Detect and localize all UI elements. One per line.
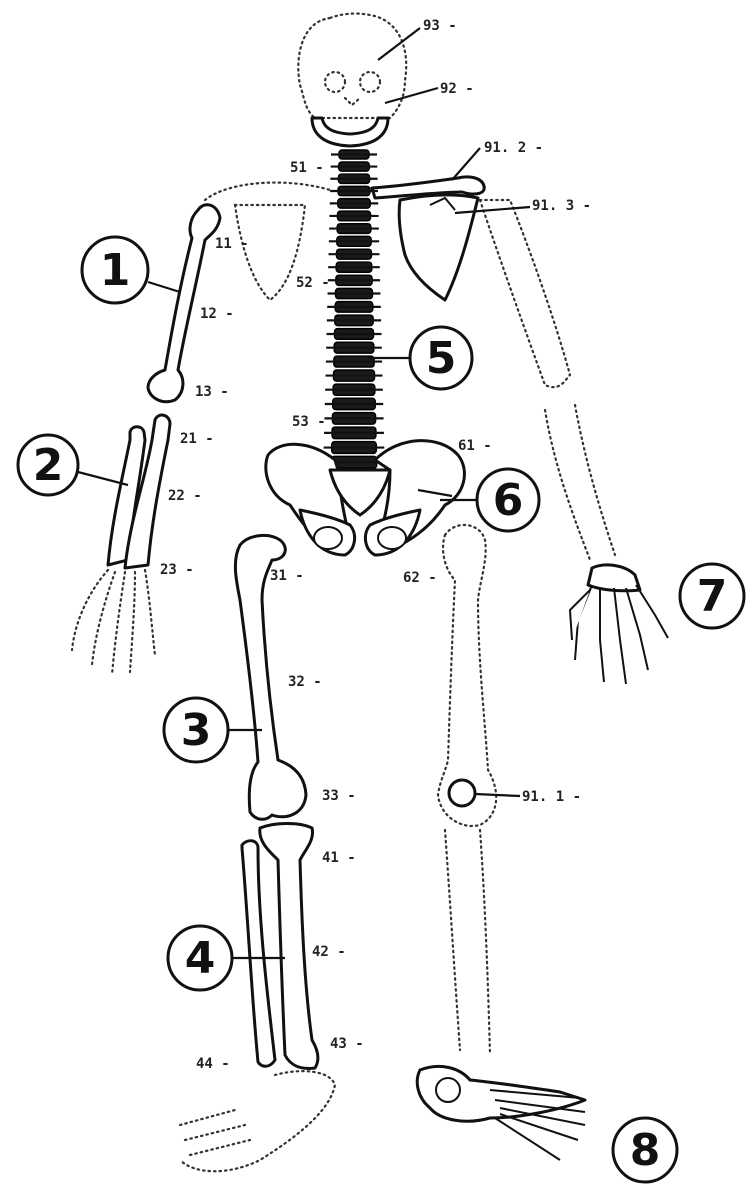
- region-marker-3: 3: [164, 698, 262, 762]
- region-number-8: 8: [630, 1125, 661, 1176]
- code-91-1: 91. 1 -: [522, 789, 581, 805]
- foot: [417, 1066, 585, 1160]
- right-hand-outline: [72, 570, 155, 675]
- code-61: 61 -: [458, 438, 492, 454]
- code-52: 52 -: [296, 275, 330, 291]
- code-91-3: 91. 3 -: [532, 198, 591, 214]
- region-number-2: 2: [33, 440, 64, 491]
- right-foot-outline: [180, 1071, 335, 1171]
- region-marker-8: 8: [613, 1118, 677, 1182]
- code-62: 62 -: [403, 570, 437, 586]
- humerus: [148, 205, 220, 402]
- mandible: [312, 118, 388, 146]
- code-31: 31 -: [270, 568, 304, 584]
- code-11: 11 -: [215, 236, 249, 252]
- region-markers: 1 2 3 4 5 6 7: [18, 237, 744, 1182]
- region-marker-7: 7: [680, 564, 744, 628]
- code-93: 93 -: [423, 18, 457, 34]
- code-33: 33 -: [322, 788, 356, 804]
- code-43: 43 -: [330, 1036, 364, 1052]
- code-53: 53 -: [292, 414, 326, 430]
- code-32: 32 -: [288, 674, 322, 690]
- code-12: 12 -: [200, 306, 234, 322]
- code-92: 92 -: [440, 81, 474, 97]
- region-marker-5: 5: [368, 327, 472, 389]
- code-23: 23 -: [160, 562, 194, 578]
- scapula: [399, 195, 478, 300]
- region-number-1: 1: [100, 245, 131, 296]
- code-13: 13 -: [195, 384, 229, 400]
- region-number-5: 5: [426, 333, 457, 384]
- region-number-6: 6: [493, 475, 524, 526]
- right-scapula-outline: [235, 205, 305, 300]
- code-41: 41 -: [322, 850, 356, 866]
- hand: [570, 565, 668, 684]
- right-clavicle-outline: [205, 183, 330, 200]
- code-22: 22 -: [168, 488, 202, 504]
- region-number-4: 4: [185, 933, 216, 984]
- tibia-fibula: [242, 824, 318, 1069]
- region-number-3: 3: [181, 705, 212, 756]
- region-marker-2: 2: [18, 435, 128, 495]
- code-51: 51 -: [290, 160, 324, 176]
- code-21: 21 -: [180, 431, 214, 447]
- region-number-7: 7: [697, 571, 728, 622]
- patella: [449, 780, 475, 806]
- code-42: 42 -: [312, 944, 346, 960]
- region-marker-1: 1: [82, 237, 180, 303]
- code-91-2: 91. 2 -: [484, 140, 543, 156]
- code-44: 44 -: [196, 1056, 230, 1072]
- forearm-bones: [108, 415, 170, 568]
